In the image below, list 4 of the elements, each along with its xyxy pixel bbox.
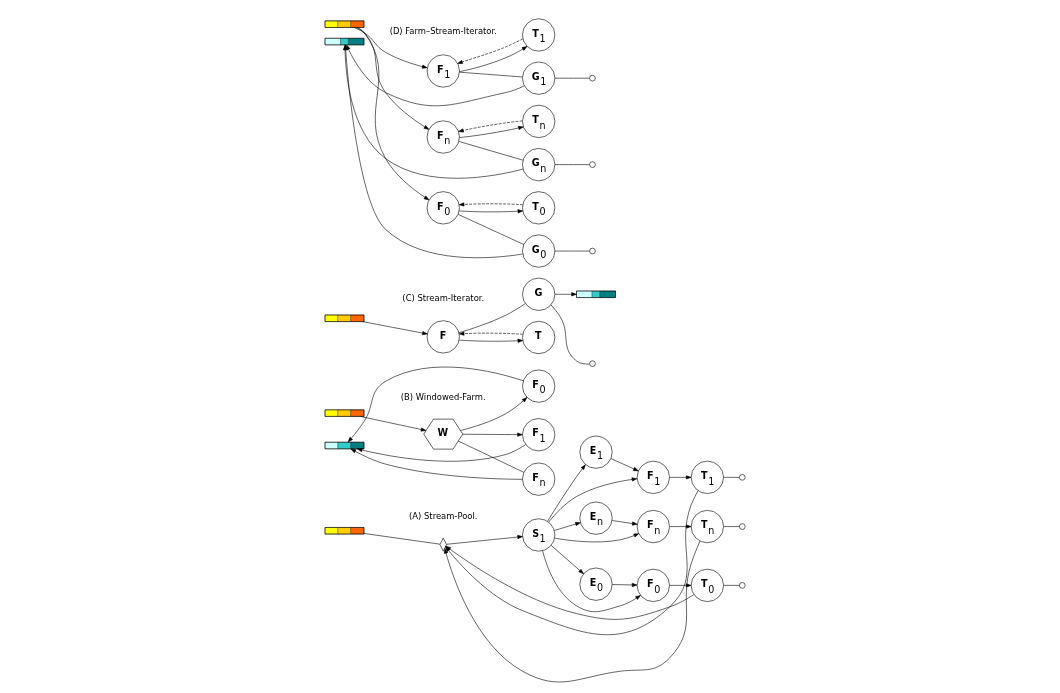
label: (B) Windowed-Farm. [400,391,486,402]
label: (C) Stream-Iterator. [401,293,484,304]
label: (D) Farm–Stream-Iterator. [389,25,497,36]
label: (A) Stream-Pool. [408,510,477,521]
